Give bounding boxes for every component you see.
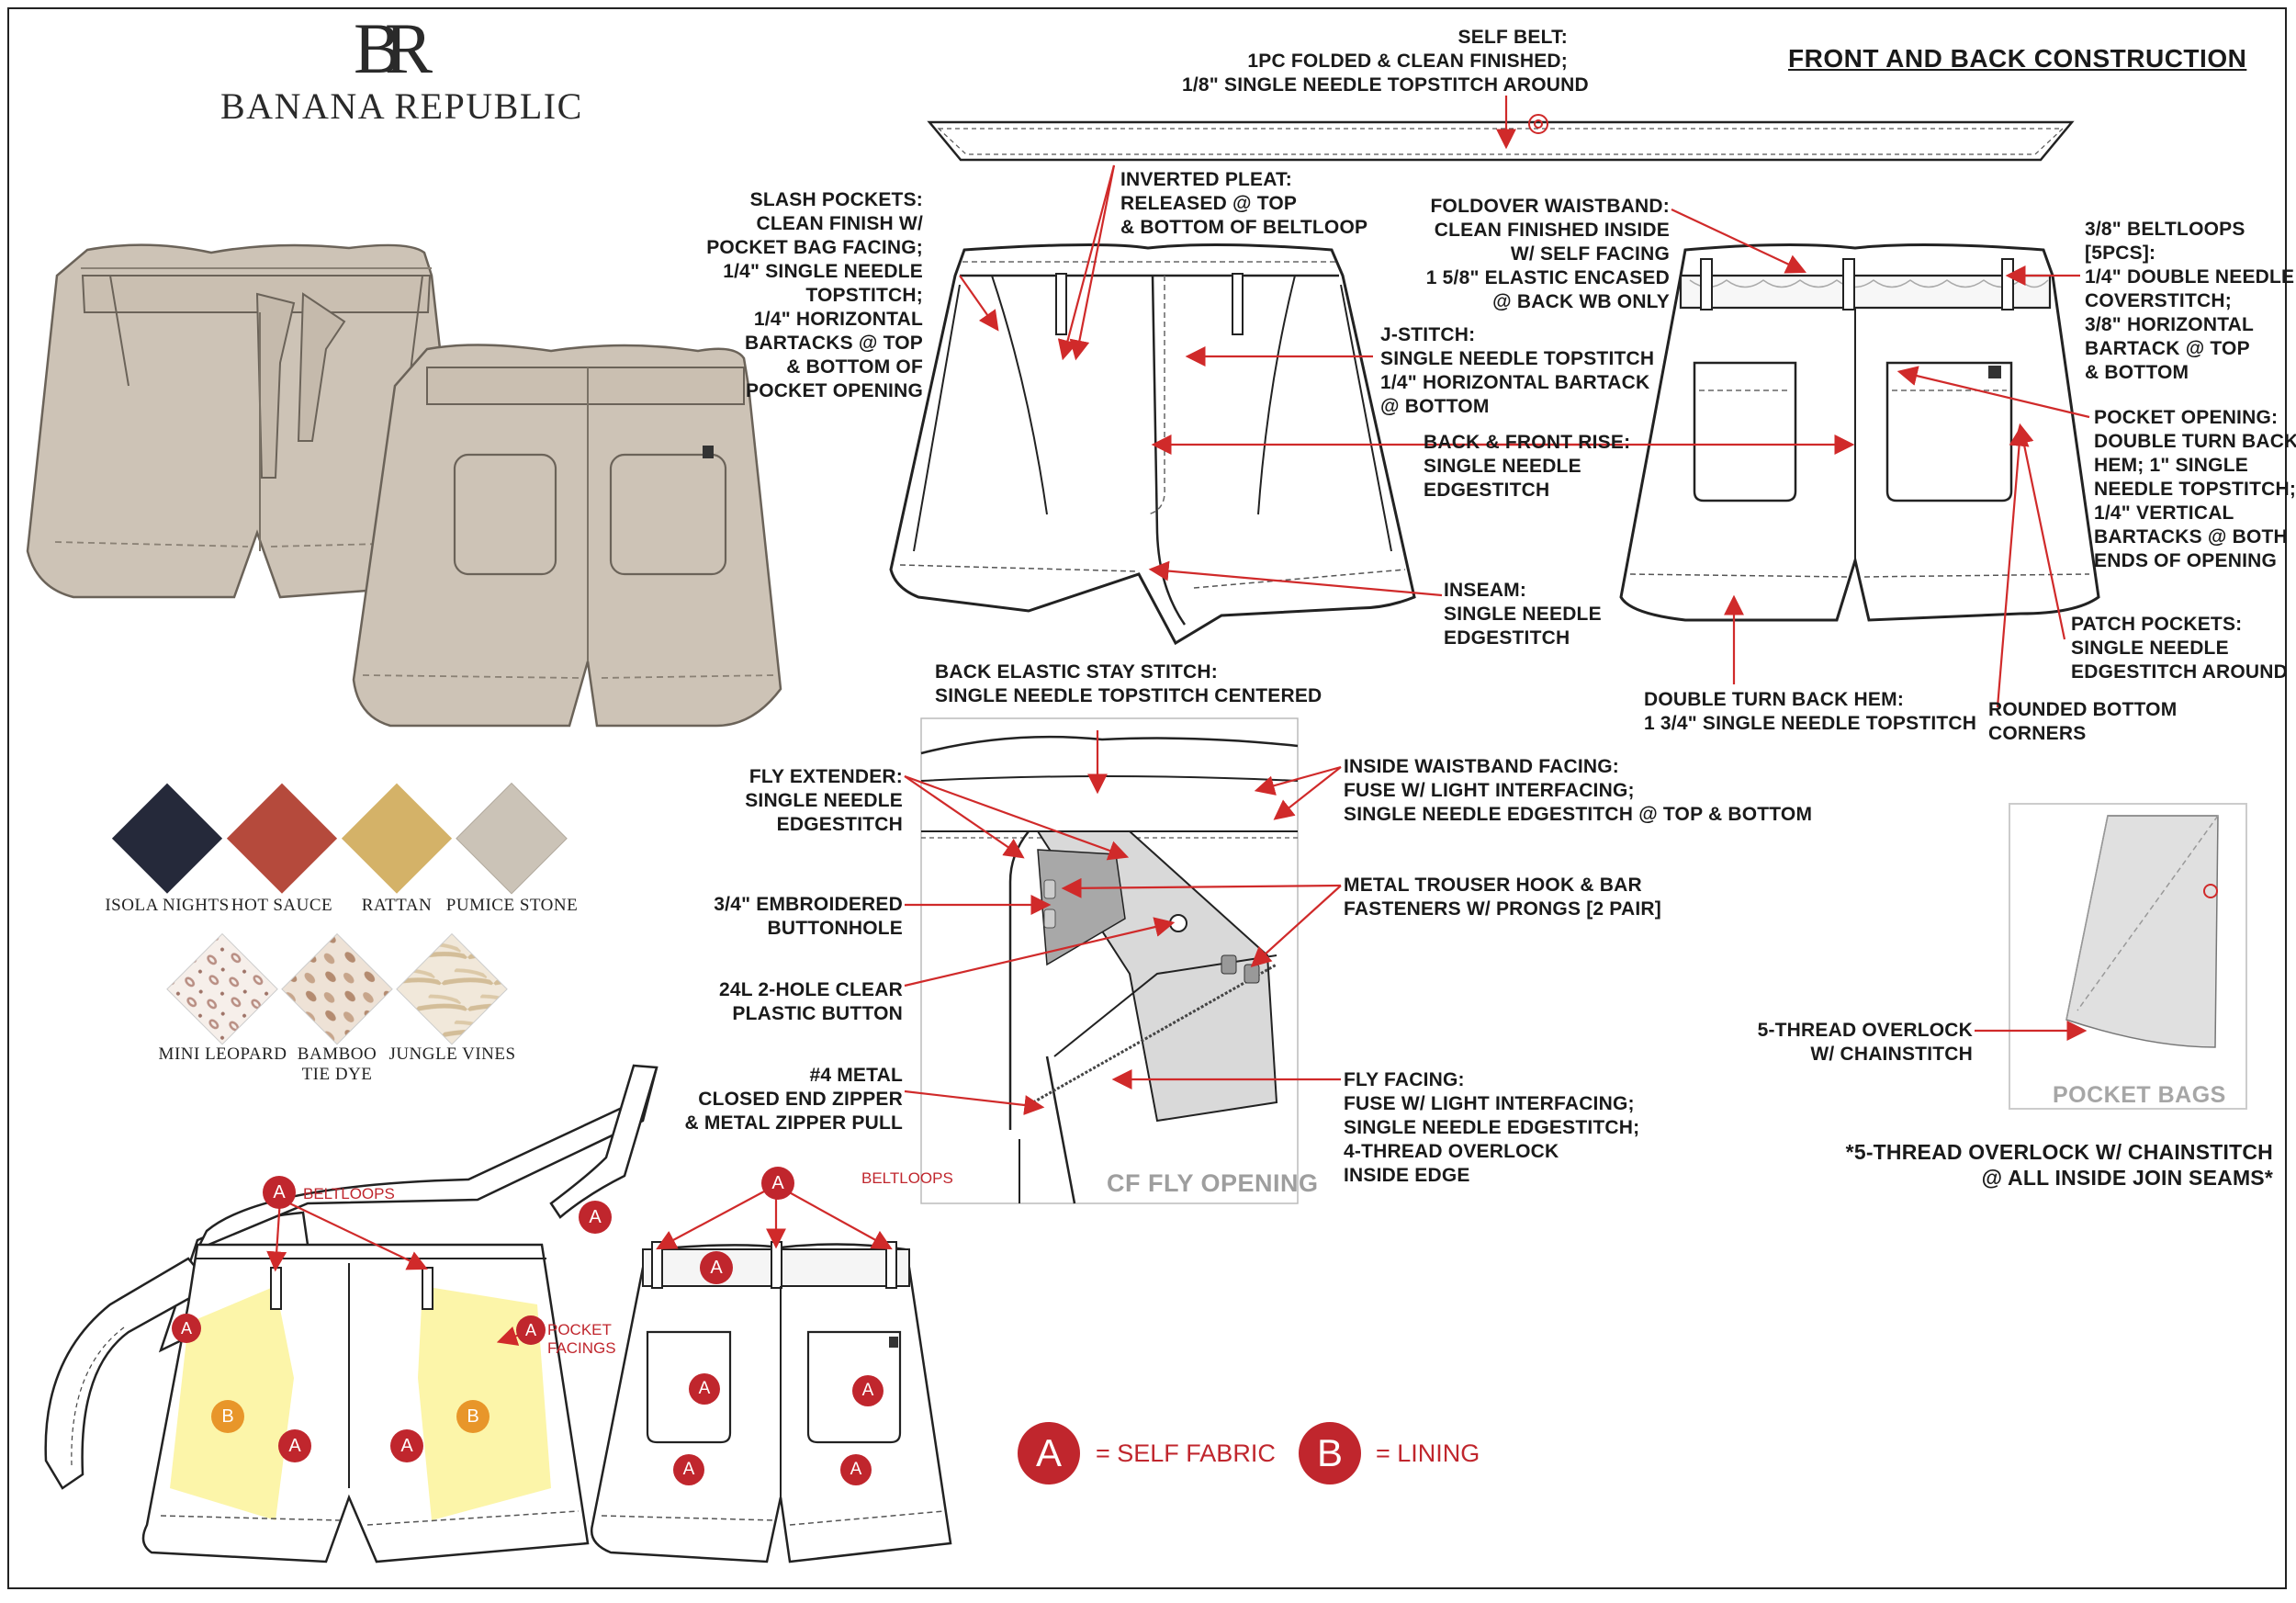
callout-back-front-rise: BACK & FRONT RISE: SINGLE NEEDLE EDGESTI… — [1424, 432, 1631, 501]
callout-self-belt: SELF BELT: 1PC FOLDED & CLEAN FINISHED; … — [1182, 27, 1589, 96]
pocket-facings-label: POCKET FACINGS — [547, 1321, 616, 1357]
swatch-label-bamboo-tie-dye: BAMBOO TIE DYE — [297, 1044, 377, 1084]
legend-lining: = LINING — [1376, 1439, 1480, 1467]
swatch-label-hot-sauce: HOT SAUCE — [231, 896, 333, 915]
callout-back-elastic: BACK ELASTIC STAY STITCH: SINGLE NEEDLE … — [935, 661, 1322, 706]
callout-button: 24L 2-HOLE CLEAR PLASTIC BUTTON — [718, 979, 903, 1024]
callout-inside-wb-facing: INSIDE WAISTBAND FACING: FUSE W/ LIGHT I… — [1344, 756, 1813, 825]
self-belt-sketch — [927, 114, 2075, 162]
callout-fly-extender: FLY EXTENDER: SINGLE NEEDLE EDGESTITCH — [745, 766, 903, 835]
marker-a-beltloop-front: A — [263, 1176, 296, 1209]
callout-zipper: #4 METAL CLOSED END ZIPPER & METAL ZIPPE… — [684, 1065, 903, 1134]
callout-rounded-corners: ROUNDED BOTTOM CORNERS — [1988, 699, 2178, 744]
fabric-map-front — [44, 1064, 658, 1563]
marker-a-left-side: A — [172, 1314, 201, 1343]
marker-a-back-pocket-left: A — [689, 1373, 720, 1405]
swatch-rattan — [341, 783, 453, 894]
callout-slash-pockets: SLASH POCKETS: CLEAN FINISH W/ POCKET BA… — [706, 189, 923, 401]
pocket-bag-detail — [2009, 803, 2247, 1110]
swatch-hot-sauce — [226, 783, 338, 894]
pocket-bags-label: POCKET BAGS — [2053, 1082, 2226, 1108]
colorway-swatches — [111, 782, 568, 1045]
swatch-label-rattan: RATTAN — [361, 896, 433, 915]
callout-beltloops-spec: 3/8" BELTLOOPS [5PCS]: 1/4" DOUBLE NEEDL… — [2085, 219, 2295, 383]
marker-a-back-left-leg: A — [673, 1454, 704, 1485]
callout-patch-pockets: PATCH POCKETS: SINGLE NEEDLE EDGESTITCH … — [2071, 614, 2288, 683]
marker-a-front-right-leg: A — [390, 1429, 423, 1462]
callout-pocket-opening: POCKET OPENING: DOUBLE TURN BACK HEM; 1"… — [2094, 407, 2296, 571]
brand-name: BANANA REPUBLIC — [220, 85, 583, 127]
callout-j-stitch: J-STITCH: SINGLE NEEDLE TOPSTITCH 1/4" H… — [1380, 324, 1655, 417]
marker-a-front-left-leg: A — [278, 1429, 311, 1462]
swatch-isola-nights — [111, 783, 223, 894]
legend-marker-b: B — [1299, 1422, 1361, 1484]
marker-a-pocket-facing: A — [516, 1315, 546, 1345]
marker-a-back-right-leg: A — [840, 1454, 872, 1485]
callout-inverted-pleat: INVERTED PLEAT: RELEASED @ TOP & BOTTOM … — [1120, 169, 1368, 238]
callout-inseam: INSEAM: SINGLE NEEDLE EDGESTITCH — [1444, 580, 1602, 649]
callout-hook-bar: METAL TROUSER HOOK & BAR FASTENERS W/ PR… — [1344, 875, 1661, 920]
callout-double-hem: DOUBLE TURN BACK HEM: 1 3/4" SINGLE NEED… — [1644, 689, 1977, 734]
beltloops-label-back: BELTLOOPS — [861, 1169, 953, 1187]
cf-fly-opening-label: CF FLY OPENING — [1107, 1169, 1319, 1197]
swatch-label-jungle-vines: JUNGLE VINES — [388, 1044, 516, 1064]
callout-buttonhole: 3/4" EMBROIDERED BUTTONHOLE — [714, 894, 903, 939]
callout-overlock: 5-THREAD OVERLOCK W/ CHAINSTITCH — [1757, 1020, 1973, 1065]
callout-foldover-waistband: FOLDOVER WAISTBAND: CLEAN FINISHED INSID… — [1425, 196, 1670, 312]
marker-a-beltloop-back: A — [761, 1167, 794, 1200]
marker-a-back-waistband: A — [700, 1251, 733, 1284]
marker-b-left-pocket: B — [211, 1400, 244, 1433]
marker-b-right-pocket: B — [456, 1400, 490, 1433]
swatch-label-pumice-stone: PUMICE STONE — [445, 896, 579, 915]
back-shorts-flat-sketch — [1619, 243, 2100, 622]
legend-self-fabric: = SELF FABRIC — [1096, 1439, 1276, 1467]
legend-marker-a: A — [1018, 1422, 1080, 1484]
cf-fly-opening-detail — [920, 717, 1299, 1204]
callout-overlock-note: *5-THREAD OVERLOCK W/ CHAINSTITCH @ ALL … — [1845, 1140, 2273, 1190]
sheet-frame — [7, 7, 2287, 1589]
swatch-pumice-stone — [456, 782, 568, 895]
swatch-label-mini-leopard: MINI LEOPARD — [158, 1044, 287, 1064]
marker-a-belt: A — [579, 1201, 612, 1234]
swatch-label-isola-nights: ISOLA NIGHTS — [105, 896, 230, 915]
beltloops-label-front: BELTLOOPS — [303, 1185, 395, 1202]
back-shorts-color-render — [352, 344, 782, 728]
callout-leaders — [266, 96, 2090, 1346]
front-shorts-color-render — [26, 243, 466, 599]
marker-a-back-pocket-right: A — [852, 1375, 884, 1406]
callout-fly-facing: FLY FACING: FUSE W/ LIGHT INTERFACING; S… — [1344, 1069, 1640, 1186]
fabric-map-back — [590, 1241, 952, 1563]
page-title: FRONT AND BACK CONSTRUCTION — [1788, 44, 2247, 73]
